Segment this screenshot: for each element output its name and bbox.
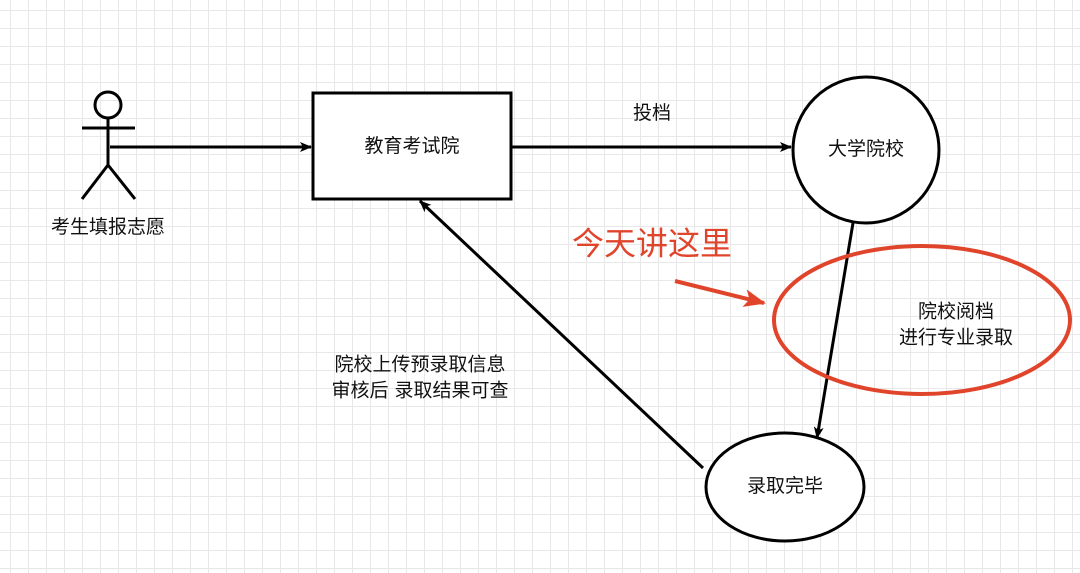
focus-line2: 进行专业录取 <box>898 326 1014 348</box>
node-university-label: 大学院校 <box>827 138 905 161</box>
edge-upload-line2: 审核后 录取结果可查 <box>331 379 509 401</box>
actor-label: 考生填报志愿 <box>50 216 166 239</box>
arrow-university-to-done <box>813 222 855 439</box>
highlight-arrow <box>674 279 766 307</box>
node-admission-done-label: 录取完毕 <box>746 475 824 498</box>
edge-upload-label: 院校上传预录取信息 审核后 录取结果可查 <box>331 352 508 403</box>
annotation-text: 今天讲这里 <box>571 224 733 263</box>
node-university-circle <box>791 75 941 225</box>
edge-submit-files-label: 投档 <box>632 102 672 125</box>
actor-stick-figure <box>80 90 137 200</box>
edge-upload-line1: 院校上传预录取信息 <box>334 353 506 376</box>
node-exam-institute-box <box>311 91 513 201</box>
highlight-ellipse <box>772 244 1072 396</box>
focus-line1: 院校阅档 <box>917 300 995 323</box>
focus-label: 院校阅档 进行专业录取 <box>899 299 1013 350</box>
node-exam-institute-label: 教育考试院 <box>364 135 460 158</box>
arrow-done-to-institute <box>418 199 705 470</box>
node-admission-done-ellipse <box>704 431 866 543</box>
